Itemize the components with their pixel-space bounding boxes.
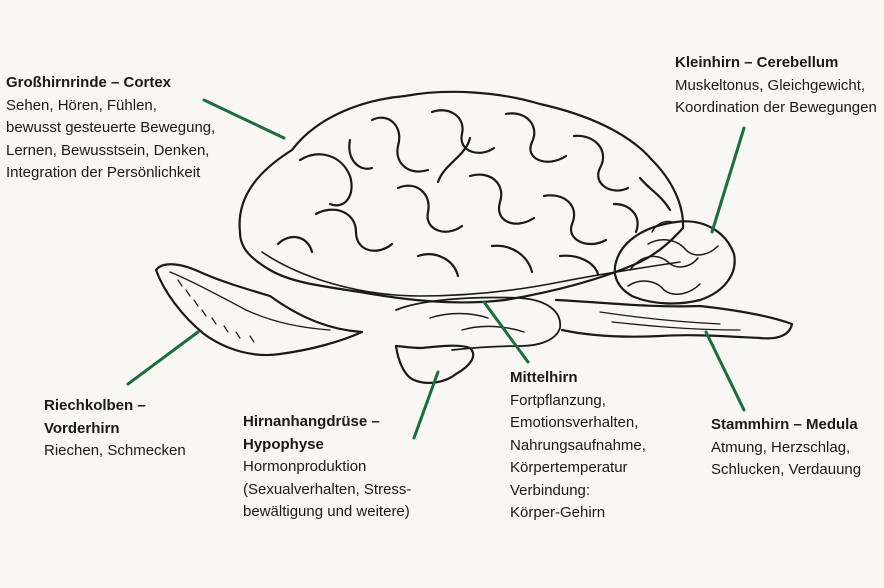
midbrain-outline bbox=[395, 296, 561, 351]
label-olfactory-title: Vorderhirn bbox=[44, 419, 120, 437]
pituitary-outline bbox=[394, 344, 475, 384]
label-midbrain-line: Nahrungsaufnahme, bbox=[510, 436, 646, 454]
label-cortex-title: Großhirnrinde – Cortex bbox=[6, 74, 172, 91]
label-brainstem: Stammhirn – Medula Atmung, Herzschlag, S… bbox=[711, 414, 861, 482]
cerebrum-outline bbox=[238, 90, 685, 304]
pointer-pituitary bbox=[412, 370, 440, 440]
label-cerebellum-line: Koordination der Bewegungen bbox=[675, 99, 877, 116]
label-midbrain-line: Fortpflanzung, bbox=[510, 391, 606, 409]
label-cortex-line: Integration der Persönlichkeit bbox=[6, 164, 201, 181]
label-cortex-line: Lernen, Bewusstsein, Denken, bbox=[6, 141, 210, 159]
pointer-lines bbox=[126, 98, 746, 440]
brain-illustration bbox=[154, 90, 794, 384]
label-olfactory: Riechkolben – Vorderhirn Riechen, Schmec… bbox=[44, 395, 186, 463]
label-pituitary-title: Hypophyse bbox=[243, 435, 324, 453]
label-pituitary-line: bewältigung und weitere) bbox=[243, 503, 410, 520]
pointer-olfactory bbox=[126, 330, 200, 386]
label-midbrain-title: Mittelhirn bbox=[510, 369, 578, 386]
label-cerebellum: Kleinhirn – Cerebellum Muskeltonus, Glei… bbox=[675, 52, 877, 120]
label-cerebellum-line: Muskeltonus, Gleichgewicht, bbox=[675, 76, 866, 94]
label-brainstem-line: Schlucken, Verdauung bbox=[711, 461, 862, 478]
label-midbrain-line: Verbindung: bbox=[510, 481, 591, 499]
label-brainstem-line: Atmung, Herzschlag, bbox=[711, 438, 851, 456]
pointer-midbrain bbox=[482, 300, 530, 364]
label-pituitary: Hirnanhangdrüse – Hypophyse Hormonproduk… bbox=[243, 411, 411, 524]
label-cortex: Großhirnrinde – Cortex Sehen, Hören, Füh… bbox=[6, 72, 215, 185]
label-midbrain: Mittelhirn Fortpflanzung, Emotionsverhal… bbox=[510, 367, 646, 525]
pointer-cerebellum bbox=[710, 126, 746, 234]
pointer-brainstem bbox=[704, 330, 746, 412]
label-pituitary-title: Hirnanhangdrüse – bbox=[243, 413, 380, 430]
label-midbrain-line: Körper-Gehirn bbox=[510, 504, 606, 521]
label-cortex-line: bewusst gesteuerte Bewegung, bbox=[6, 119, 216, 136]
pointer-cortex bbox=[202, 98, 286, 140]
label-pituitary-line: Hormonproduktion bbox=[243, 458, 367, 475]
label-brainstem-title: Stammhirn – Medula bbox=[711, 416, 858, 433]
label-olfactory-title: Riechkolben – bbox=[44, 397, 146, 414]
temporal-fold bbox=[261, 251, 681, 297]
label-midbrain-line: Körpertemperatur bbox=[510, 459, 628, 476]
label-pituitary-line: (Sexualverhalten, Stress- bbox=[243, 480, 412, 498]
brainstem-outline bbox=[554, 298, 794, 340]
label-cerebellum-title: Kleinhirn – Cerebellum bbox=[675, 54, 839, 71]
olfactory-bulb-outline bbox=[154, 263, 364, 357]
label-cortex-line: Sehen, Hören, Fühlen, bbox=[6, 96, 157, 114]
label-olfactory-line: Riechen, Schmecken bbox=[44, 442, 186, 459]
label-midbrain-line: Emotionsverhalten, bbox=[510, 414, 639, 431]
cerebellum-outline bbox=[613, 220, 736, 305]
